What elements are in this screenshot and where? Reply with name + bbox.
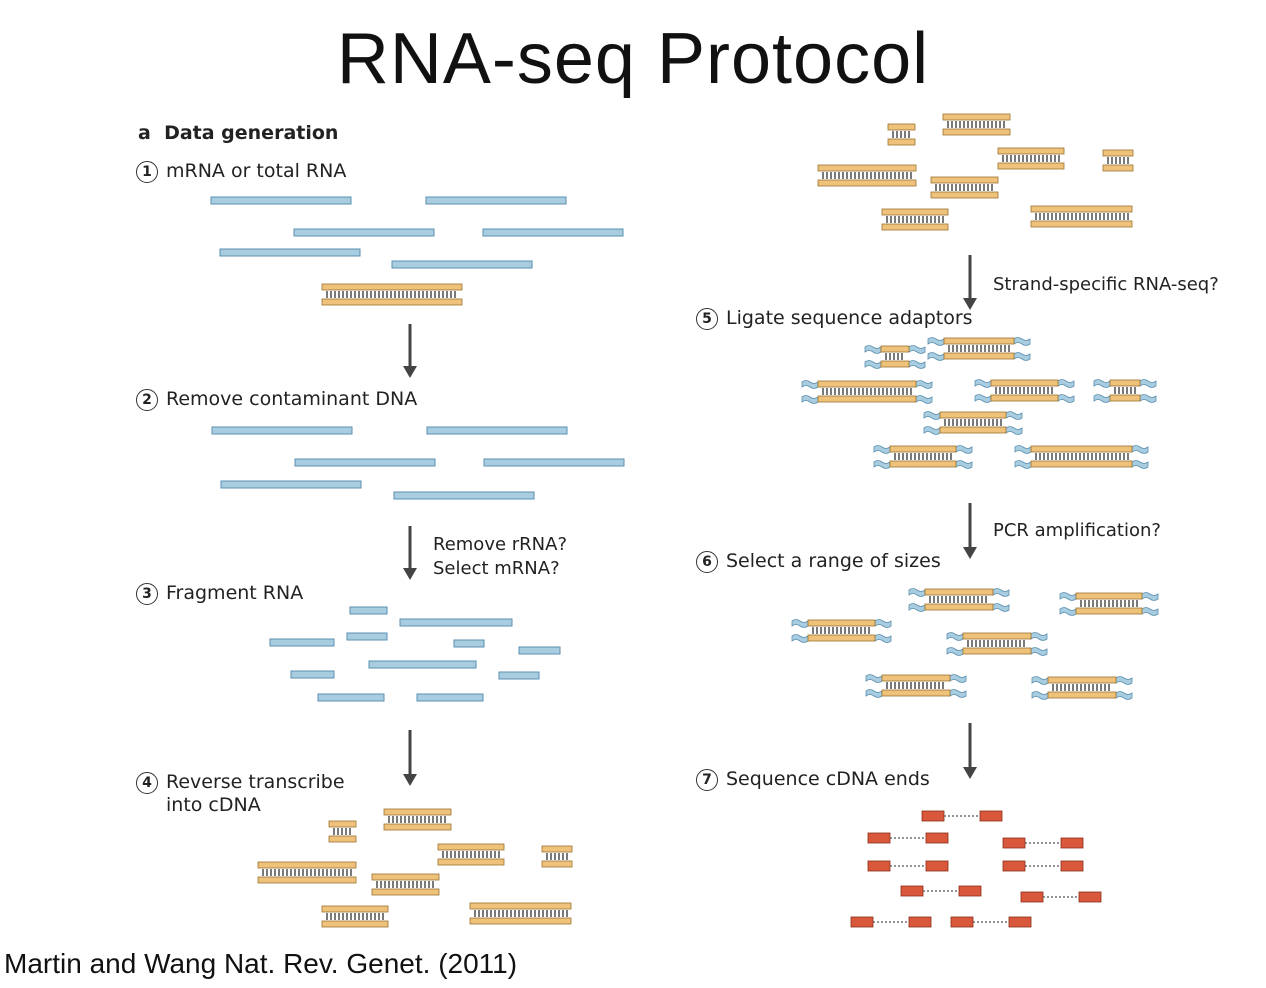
rna-strand bbox=[391, 260, 533, 269]
step-label: Remove contaminant DNA bbox=[166, 388, 418, 410]
adaptor-cdna bbox=[873, 445, 973, 469]
note-remove-rrna: Remove rRNA? Select mRNA? bbox=[433, 534, 568, 579]
step-number: 7 bbox=[696, 769, 718, 791]
paired-read bbox=[1002, 837, 1084, 849]
down-arrow bbox=[403, 730, 417, 786]
paired-read bbox=[900, 885, 982, 897]
panel-letter: a bbox=[138, 122, 151, 144]
cdna-duplex bbox=[321, 905, 389, 928]
step-number: 1 bbox=[136, 161, 158, 183]
down-arrow bbox=[963, 255, 977, 310]
paired-read bbox=[1002, 860, 1084, 872]
cdna-duplex bbox=[942, 113, 1011, 136]
cdna-duplex bbox=[328, 820, 357, 843]
cdna-duplex bbox=[469, 902, 572, 925]
cdna-duplex bbox=[437, 843, 505, 866]
rna-strand bbox=[416, 693, 484, 702]
cdna-duplex bbox=[321, 283, 463, 306]
rna-strand bbox=[483, 458, 625, 467]
cdna-duplex bbox=[383, 808, 452, 831]
down-arrow bbox=[403, 526, 417, 580]
section-title: Data generation bbox=[164, 122, 339, 144]
rna-strand bbox=[349, 606, 388, 615]
adaptor-cdna bbox=[927, 337, 1031, 361]
paired-read bbox=[867, 860, 949, 872]
adaptor-cdna bbox=[946, 632, 1048, 656]
cdna-duplex bbox=[257, 861, 357, 884]
rna-strand bbox=[220, 480, 362, 489]
step-label: Ligate sequence adaptors bbox=[726, 307, 973, 329]
slide-title: RNA-seq Protocol bbox=[336, 19, 930, 99]
adaptor-cdna bbox=[864, 345, 926, 369]
cdna-duplex bbox=[1030, 205, 1133, 228]
rna-strand bbox=[518, 646, 561, 655]
adaptor-cdna bbox=[923, 411, 1023, 435]
step-3: 3 Fragment RNA bbox=[136, 582, 303, 605]
step-label: Reverse transcribe into cDNA bbox=[166, 771, 345, 816]
step-number: 6 bbox=[696, 551, 718, 573]
down-arrow bbox=[963, 723, 977, 779]
step-1: 1 mRNA or total RNA bbox=[136, 160, 346, 183]
paired-read bbox=[950, 916, 1032, 928]
step-label: Fragment RNA bbox=[166, 582, 304, 604]
step-label: Sequence cDNA ends bbox=[726, 768, 930, 790]
step-label: mRNA or total RNA bbox=[166, 160, 347, 182]
rna-strand bbox=[210, 196, 352, 205]
step-5: 5 Ligate sequence adaptors bbox=[696, 307, 973, 330]
adaptor-cdna bbox=[1031, 676, 1133, 700]
step-number: 3 bbox=[136, 583, 158, 605]
section-label: a Data generation bbox=[138, 122, 338, 144]
down-arrow bbox=[963, 503, 977, 559]
cdna-duplex bbox=[887, 123, 916, 146]
adaptor-cdna bbox=[1014, 445, 1149, 469]
down-arrow bbox=[403, 324, 417, 378]
step-number: 2 bbox=[136, 389, 158, 411]
adaptor-cdna bbox=[865, 674, 967, 698]
paired-read bbox=[921, 810, 1003, 822]
rna-strand bbox=[498, 671, 540, 680]
rna-strand bbox=[482, 228, 624, 237]
cdna-duplex bbox=[541, 845, 573, 868]
step-label: Select a range of sizes bbox=[726, 550, 941, 572]
rna-strand bbox=[269, 638, 335, 647]
cdna-duplex bbox=[997, 147, 1065, 170]
step-6: 6 Select a range of sizes bbox=[696, 550, 941, 573]
rna-strand bbox=[290, 670, 335, 679]
paired-read bbox=[867, 832, 949, 844]
rna-strand bbox=[368, 660, 477, 669]
adaptor-cdna bbox=[791, 619, 892, 643]
paired-read bbox=[1020, 891, 1102, 903]
rna-strand bbox=[294, 458, 436, 467]
rna-strand bbox=[293, 228, 435, 237]
note-strand-specific: Strand-specific RNA-seq? bbox=[993, 274, 1219, 295]
cdna-duplex bbox=[371, 873, 440, 896]
step-number: 4 bbox=[136, 772, 158, 794]
paired-read bbox=[850, 916, 932, 928]
rna-strand bbox=[219, 248, 361, 257]
step-number: 5 bbox=[696, 308, 718, 330]
cdna-duplex bbox=[1102, 149, 1134, 172]
step-4: 4 Reverse transcribe into cDNA bbox=[136, 771, 345, 817]
rna-strand bbox=[393, 491, 535, 500]
adaptor-cdna bbox=[801, 380, 933, 404]
cdna-duplex bbox=[881, 208, 949, 231]
rna-strand bbox=[453, 639, 485, 648]
rna-strand bbox=[211, 426, 353, 435]
step-2: 2 Remove contaminant DNA bbox=[136, 388, 417, 411]
citation: Martin and Wang Nat. Rev. Genet. (2011) bbox=[4, 948, 518, 979]
adaptor-cdna bbox=[908, 588, 1010, 612]
note-pcr: PCR amplification? bbox=[993, 520, 1161, 541]
adaptor-cdna bbox=[1059, 592, 1159, 616]
rna-strand bbox=[346, 632, 388, 641]
cdna-duplex bbox=[817, 164, 917, 187]
rna-strand bbox=[426, 426, 568, 435]
rna-strand bbox=[317, 693, 385, 702]
step-7: 7 Sequence cDNA ends bbox=[696, 768, 930, 791]
adaptor-cdna bbox=[974, 379, 1075, 403]
adaptor-cdna bbox=[1093, 379, 1157, 403]
rna-strand bbox=[425, 196, 567, 205]
rna-strand bbox=[399, 618, 513, 627]
cdna-duplex bbox=[930, 176, 999, 199]
